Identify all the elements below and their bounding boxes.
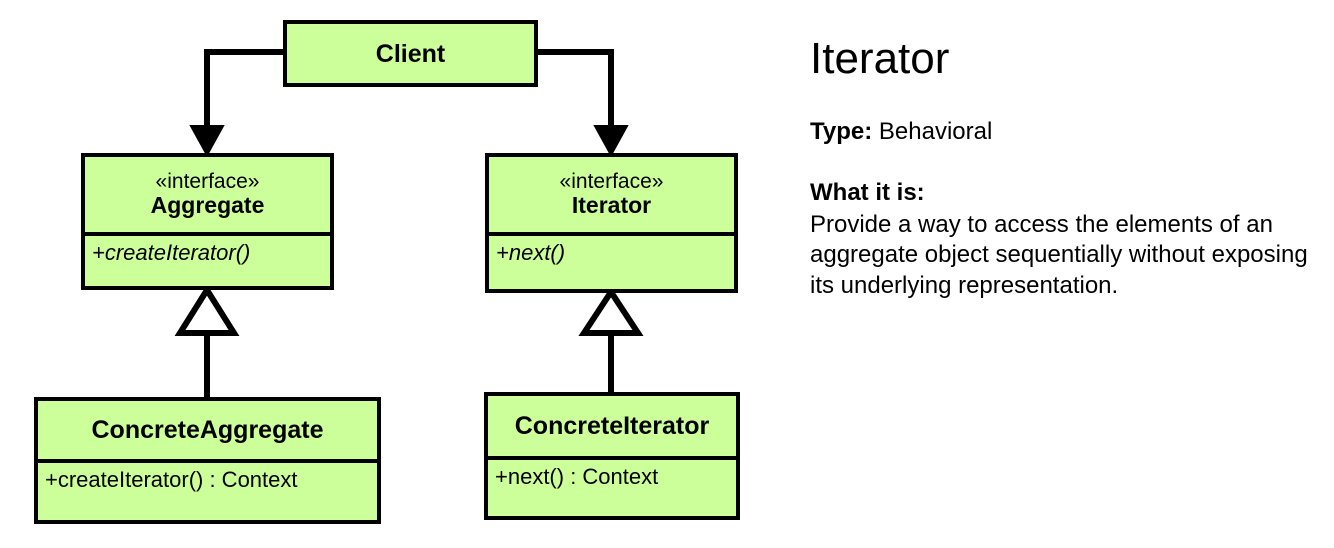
uml-class-concreteiterator[interactable]: ConcreteIterator +next() : Context [484,392,740,520]
pattern-type-label: Type: [810,118,873,146]
iterator-class-name: Iterator [571,192,652,219]
concreteiterator-members: +next() : Context [488,460,736,516]
concreteiterator-class-name: ConcreteIterator [514,412,710,440]
pattern-info-panel: Iterator Type: Behavioral What it is: Pr… [810,34,1320,301]
uml-class-aggregate[interactable]: «interface» Aggregate +createIterator() [81,153,334,290]
aggregate-compartment-divider [85,232,330,236]
concreteaggregate-members: +createIterator() : Context [38,463,377,520]
concreteaggregate-compartment-divider [38,459,377,463]
aggregate-stereotype: «interface» [155,169,260,193]
pattern-what-text: Provide a way to access the elements of … [810,210,1308,299]
generalization-concreteiterator-to-iterator [578,286,644,392]
client-header: Client [287,24,534,83]
aggregate-method-0: +createIterator() [92,240,251,265]
aggregate-header: «interface» Aggregate [85,157,330,232]
iterator-header: «interface» Iterator [489,157,734,232]
concreteiterator-method-0: +next() : Context [495,464,659,489]
iterator-compartment-divider [489,232,734,236]
association-client-to-aggregate [189,49,283,158]
concreteiterator-header: ConcreteIterator [488,396,736,456]
pattern-type-line: Type: Behavioral [810,118,1320,147]
uml-class-concreteaggregate[interactable]: ConcreteAggregate +createIterator() : Co… [34,397,381,524]
pattern-what-label: What it is: [810,178,925,206]
aggregate-class-name: Aggregate [150,192,265,219]
iterator-members: +next() [489,236,734,289]
concreteaggregate-method-0: +createIterator() : Context [45,467,298,492]
concreteaggregate-class-name: ConcreteAggregate [91,416,324,444]
concreteaggregate-header: ConcreteAggregate [38,401,377,459]
pattern-type-value: Behavioral [878,118,993,146]
iterator-stereotype: «interface» [559,169,664,193]
pattern-title: Iterator [810,34,950,83]
client-class-name: Client [375,39,446,68]
uml-class-iterator[interactable]: «interface» Iterator +next() [485,153,738,293]
concreteiterator-compartment-divider [488,456,736,460]
aggregate-members: +createIterator() [85,236,330,286]
association-client-to-iterator [538,49,629,158]
iterator-method-0: +next() [496,240,566,265]
uml-class-client[interactable]: Client [283,20,538,87]
generalization-concreteaggregate-to-aggregate [174,284,240,397]
